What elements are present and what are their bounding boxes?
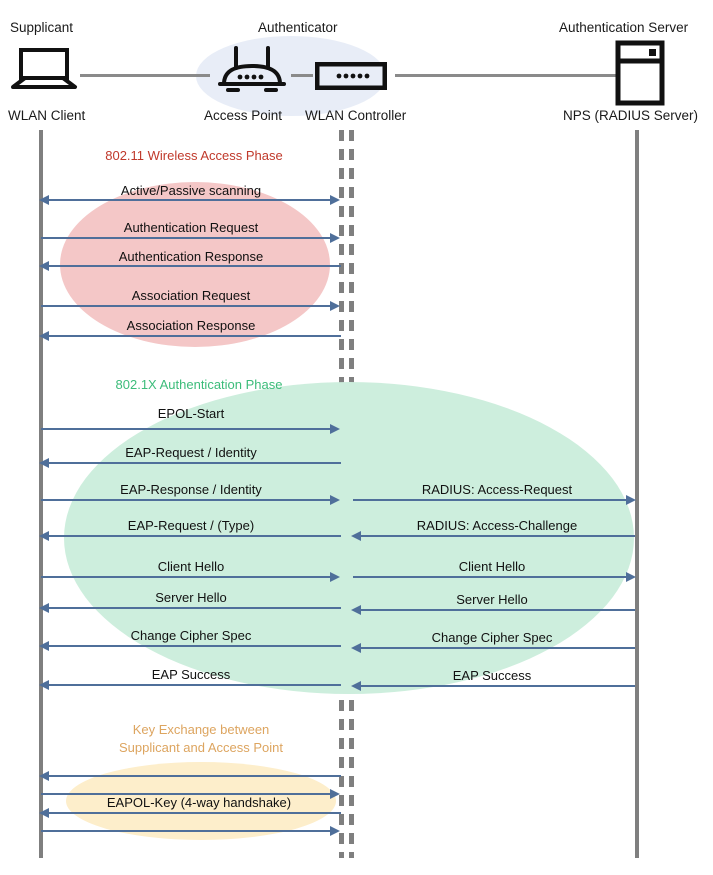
arrow-head-right-handshake-4 bbox=[330, 826, 340, 836]
message-line-handshake-3 bbox=[45, 812, 341, 814]
message-line-eap-success-right bbox=[357, 685, 635, 687]
arrow-head-left-radius-access-challenge bbox=[351, 531, 361, 541]
actor-role-authentication-server: Authentication Server bbox=[559, 20, 689, 35]
actor-name-access-point: Access Point bbox=[204, 108, 283, 123]
arrow-head-right-scanning bbox=[330, 195, 340, 205]
actor-name-wlan-client: WLAN Client bbox=[8, 108, 86, 123]
phase-caption-key-exchange-line1: Key Exchange between bbox=[132, 722, 270, 737]
arrow-head-left-eap-request-identity bbox=[39, 458, 49, 468]
message-line-server-hello-left bbox=[45, 607, 341, 609]
message-label-eapol-start: EPOL-Start bbox=[157, 406, 225, 421]
arrow-head-left-association-response bbox=[39, 331, 49, 341]
message-label-client-hello-right: Client Hello bbox=[458, 559, 526, 574]
arrow-head-right-eapol-start bbox=[330, 424, 340, 434]
message-label-authentication-request: Authentication Request bbox=[123, 220, 259, 235]
message-line-eap-success-left bbox=[45, 684, 341, 686]
phase-caption-wireless-access: 802.11 Wireless Access Phase bbox=[105, 148, 283, 163]
message-label-radius-access-challenge: RADIUS: Access-Challenge bbox=[416, 518, 578, 533]
arrow-head-right-client-hello-left bbox=[330, 572, 340, 582]
arrow-head-left-change-cipher-spec-left bbox=[39, 641, 49, 651]
message-line-eap-request-identity bbox=[45, 462, 341, 464]
arrow-head-left-handshake-1 bbox=[39, 771, 49, 781]
message-label-change-cipher-spec-right: Change Cipher Spec bbox=[431, 630, 553, 645]
message-line-change-cipher-spec-left bbox=[45, 645, 341, 647]
phase-caption-8021x-auth: 802.1X Authentication Phase bbox=[115, 377, 283, 392]
message-label-eap-request-type: EAP-Request / (Type) bbox=[127, 518, 255, 533]
arrow-head-left-eap-success-left bbox=[39, 680, 49, 690]
message-label-authentication-response: Authentication Response bbox=[118, 249, 264, 264]
message-line-association-response bbox=[45, 335, 341, 337]
message-line-eap-response-identity bbox=[41, 499, 335, 501]
message-line-handshake-2 bbox=[41, 793, 335, 795]
arrow-head-left-handshake-3 bbox=[39, 808, 49, 818]
message-line-radius-access-challenge bbox=[357, 535, 635, 537]
phase-caption-key-exchange-line2: Supplicant and Access Point bbox=[118, 740, 284, 755]
message-label-eap-success-right: EAP Success bbox=[452, 668, 532, 683]
lifeline-authentication-server bbox=[635, 130, 639, 858]
laptop-icon bbox=[8, 48, 80, 95]
message-line-association-request bbox=[41, 305, 335, 307]
arrow-head-left-eap-request-type bbox=[39, 531, 49, 541]
arrow-head-right-authentication-request bbox=[330, 233, 340, 243]
link-ap-to-controller bbox=[291, 74, 313, 77]
message-line-radius-access-request bbox=[353, 499, 630, 501]
arrow-head-left-authentication-response bbox=[39, 261, 49, 271]
arrow-head-left-change-cipher-spec-right bbox=[351, 643, 361, 653]
lifeline-supplicant bbox=[39, 130, 43, 858]
message-label-eapol-key: EAPOL-Key (4-way handshake) bbox=[106, 795, 292, 810]
arrow-head-right-radius-access-request bbox=[626, 495, 636, 505]
actor-role-supplicant: Supplicant bbox=[10, 20, 74, 35]
message-line-eap-request-type bbox=[45, 535, 341, 537]
arrow-head-right-association-request bbox=[330, 301, 340, 311]
link-controller-to-nps bbox=[395, 74, 617, 77]
message-line-active-passive-scanning bbox=[45, 199, 335, 201]
message-label-eap-response-identity: EAP-Response / Identity bbox=[120, 482, 262, 497]
arrow-head-right-client-hello-right bbox=[626, 572, 636, 582]
actor-role-authenticator: Authenticator bbox=[258, 20, 338, 35]
arrow-head-left-eap-success-right bbox=[351, 681, 361, 691]
actor-name-nps-radius-server: NPS (RADIUS Server) bbox=[563, 108, 699, 123]
link-client-to-ap bbox=[80, 74, 210, 77]
arrow-head-left-server-hello-left bbox=[39, 603, 49, 613]
message-label-association-request: Association Request bbox=[131, 288, 251, 303]
message-line-handshake-4 bbox=[41, 830, 335, 832]
message-label-client-hello-left: Client Hello bbox=[157, 559, 225, 574]
network-switch-icon bbox=[314, 61, 388, 95]
message-label-eap-success-left: EAP Success bbox=[151, 667, 231, 682]
arrow-head-left-server-hello-right bbox=[351, 605, 361, 615]
server-rack-icon bbox=[615, 40, 665, 111]
message-label-server-hello-left: Server Hello bbox=[155, 590, 227, 605]
message-line-authentication-request bbox=[41, 237, 335, 239]
message-line-change-cipher-spec-right bbox=[357, 647, 635, 649]
phase-ellipse-8021x-auth bbox=[64, 382, 634, 694]
message-label-association-response: Association Response bbox=[126, 318, 256, 333]
message-label-eap-request-identity: EAP-Request / Identity bbox=[125, 445, 257, 460]
phase-ellipse-wireless-access bbox=[60, 182, 330, 347]
arrow-head-right-eap-response-identity bbox=[330, 495, 340, 505]
message-label-change-cipher-spec-left: Change Cipher Spec bbox=[130, 628, 252, 643]
wireless-router-icon bbox=[214, 46, 290, 99]
arrow-head-right-handshake-2 bbox=[330, 789, 340, 799]
message-line-client-hello-right bbox=[353, 576, 630, 578]
message-line-eapol-start bbox=[41, 428, 335, 430]
message-label-radius-access-request: RADIUS: Access-Request bbox=[421, 482, 573, 497]
arrow-head-left-scanning bbox=[39, 195, 49, 205]
message-line-client-hello-left bbox=[41, 576, 335, 578]
message-line-handshake-1 bbox=[45, 775, 341, 777]
message-label-server-hello-right: Server Hello bbox=[456, 592, 528, 607]
message-label-active-passive-scanning: Active/Passive scanning bbox=[120, 183, 262, 198]
message-line-authentication-response bbox=[45, 265, 341, 267]
actor-name-wlan-controller: WLAN Controller bbox=[305, 108, 407, 123]
message-line-server-hello-right bbox=[357, 609, 635, 611]
